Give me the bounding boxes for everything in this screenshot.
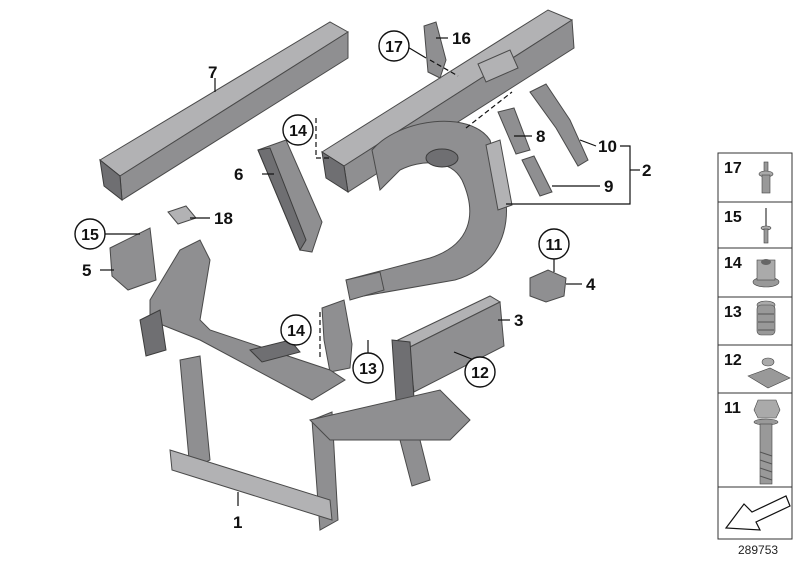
svg-text:17: 17 xyxy=(385,39,403,56)
part-7-rail xyxy=(99,21,349,202)
legend-label-17: 17 xyxy=(724,160,742,177)
callout-5: 5 xyxy=(82,261,91,280)
callout-6: 6 xyxy=(234,165,243,184)
reference-number: 289753 xyxy=(738,543,778,557)
clip-nut-12-icon xyxy=(747,357,791,389)
callout-18: 18 xyxy=(214,209,233,228)
nut-14-icon xyxy=(752,259,780,288)
callout-11-circle: 11 xyxy=(538,228,570,260)
legend-label-15: 15 xyxy=(724,209,742,226)
svg-text:14: 14 xyxy=(287,323,305,340)
part-1-carrier xyxy=(139,239,471,531)
svg-text:15: 15 xyxy=(81,227,99,244)
callout-7: 7 xyxy=(208,63,217,82)
svg-text:13: 13 xyxy=(359,361,377,378)
callout-10: 10 xyxy=(598,137,617,156)
bolt-11-icon xyxy=(753,399,781,485)
svg-text:12: 12 xyxy=(471,365,489,382)
callout-17-circle: 17 xyxy=(378,30,410,62)
rivet-17-icon xyxy=(758,161,774,194)
pin-15-icon xyxy=(760,208,772,244)
callout-13-circle: 13 xyxy=(352,352,384,384)
part-5-bracket xyxy=(109,227,157,291)
callout-3: 3 xyxy=(514,311,523,330)
part-18-clip xyxy=(167,205,197,225)
callout-2: 2 xyxy=(642,161,651,180)
callout-1: 1 xyxy=(233,513,242,532)
legend-label-14: 14 xyxy=(724,255,742,272)
part-10 xyxy=(529,83,589,167)
part-2-wheelhouse xyxy=(345,120,513,301)
expanding-nut-13-icon xyxy=(756,300,776,336)
part-3-beam xyxy=(391,295,505,401)
part-16-bracket xyxy=(423,21,447,79)
legend-label-13: 13 xyxy=(724,304,742,321)
callout-8: 8 xyxy=(536,127,545,146)
callout-9: 9 xyxy=(604,177,613,196)
legend-label-11: 11 xyxy=(724,400,741,417)
part-6 xyxy=(257,139,323,253)
part-13 xyxy=(321,299,353,373)
legend-label-12: 12 xyxy=(724,352,742,369)
callout-14-top-circle: 14 xyxy=(282,114,314,146)
part-8 xyxy=(497,107,531,155)
callout-14-bottom-circle: 14 xyxy=(280,314,312,346)
part-11-clip xyxy=(529,269,567,303)
callout-16: 16 xyxy=(452,29,471,48)
direction-arrow-icon xyxy=(724,495,791,531)
part-9 xyxy=(521,155,553,197)
callout-15-circle: 15 xyxy=(74,218,106,250)
fastener-legend: 17 15 14 13 12 11 xyxy=(717,152,793,540)
callout-4: 4 xyxy=(586,275,596,294)
svg-text:14: 14 xyxy=(289,123,307,140)
svg-text:11: 11 xyxy=(546,237,563,254)
callout-12-circle: 12 xyxy=(464,356,496,388)
